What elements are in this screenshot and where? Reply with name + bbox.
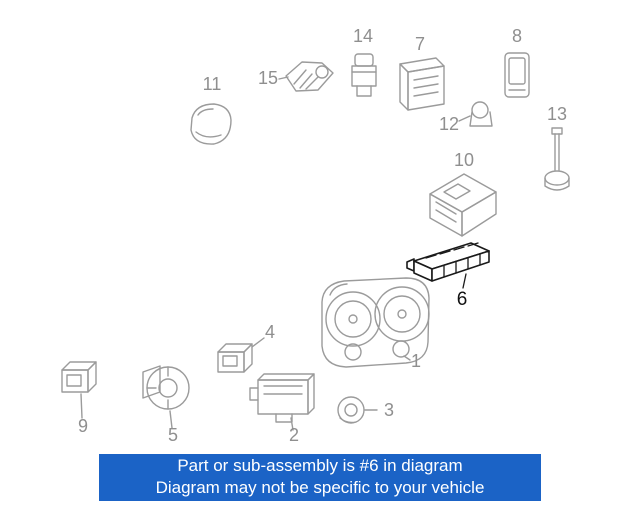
part-9-switch [61, 361, 97, 419]
part-5-headlamp-switch [142, 365, 190, 429]
callout-15: 15 [258, 68, 278, 88]
callout-6-highlighted[interactable]: 6 [457, 289, 468, 310]
part-6-highlighted[interactable] [406, 242, 490, 289]
callout-3: 3 [384, 400, 394, 420]
part-15-bracket [278, 61, 334, 92]
part-4-switch [217, 337, 265, 373]
part-12-sensor [458, 101, 493, 127]
notice-banner: Part or sub-assembly is #6 in diagram Di… [99, 454, 541, 501]
banner-line2: Diagram may not be specific to your vehi… [155, 478, 485, 497]
part-8-module [504, 52, 530, 98]
callout-5: 5 [168, 425, 178, 445]
callout-9: 9 [78, 416, 88, 436]
callout-4: 4 [265, 322, 275, 342]
callout-11: 11 [203, 74, 222, 94]
part-2-bracket [249, 373, 315, 431]
part-14-sensor [351, 53, 377, 97]
callout-12: 12 [439, 114, 459, 134]
callout-7: 7 [415, 34, 425, 54]
callout-13: 13 [547, 104, 567, 124]
part-1-instrument-cluster [321, 277, 430, 368]
callout-10: 10 [454, 150, 474, 170]
callout-1: 1 [411, 351, 421, 371]
part-3-grommet [337, 396, 378, 424]
part-13-antenna [544, 127, 570, 191]
callout-14: 14 [353, 26, 373, 46]
callout-8: 8 [512, 26, 522, 46]
banner-line1: Part or sub-assembly is #6 in diagram [177, 456, 463, 475]
part-10-module [429, 173, 497, 237]
part-11-cover [190, 103, 232, 145]
callout-2: 2 [289, 425, 299, 445]
part-7-module [399, 57, 445, 111]
